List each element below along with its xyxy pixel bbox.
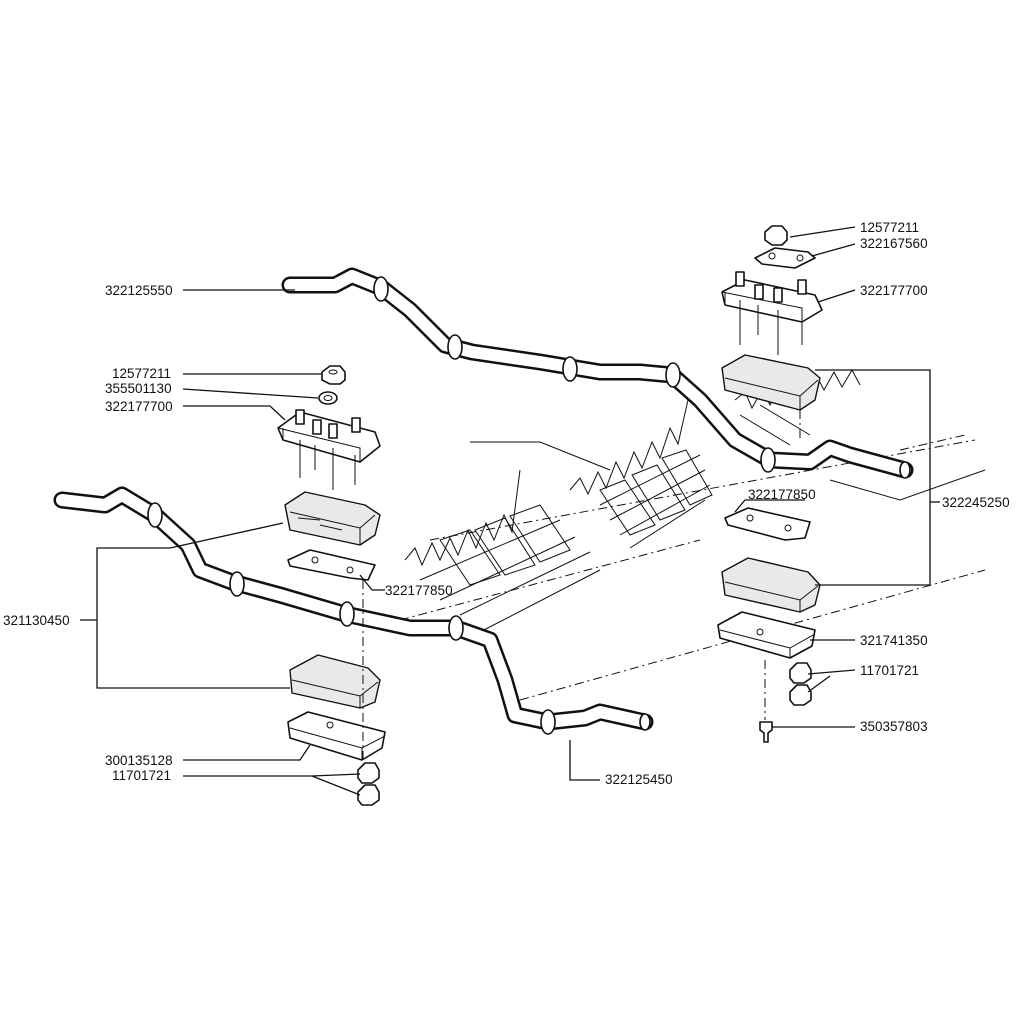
part-label-support-right: 321741350 <box>860 633 928 648</box>
left-clamp-plate <box>277 409 381 490</box>
left-upper-block <box>284 491 381 546</box>
part-label-support-left: 300135128 <box>105 753 173 768</box>
part-label-block-left: 321130450 <box>3 613 70 628</box>
part-label-stud-right: 350357803 <box>860 719 928 734</box>
part-label-nuts-right: 11701721 <box>860 663 919 678</box>
part-label-plate-left-mid: 322177850 <box>385 583 453 598</box>
part-label-clamp-left: 322177700 <box>105 399 173 414</box>
leader-lines <box>80 226 940 796</box>
left-lower-block <box>289 654 381 709</box>
right-upper-block <box>721 354 821 411</box>
part-label-plate-right-mid: 322177850 <box>748 487 816 502</box>
right-clamp-plate <box>721 271 823 355</box>
knife-sections <box>404 368 986 633</box>
left-washer <box>318 391 338 405</box>
part-label-clamp-top-right: 322177700 <box>860 283 928 298</box>
left-lower-plate <box>287 549 376 581</box>
part-label-nut-top-right: 12577211 <box>860 220 919 235</box>
left-nut <box>321 365 346 385</box>
right-stud <box>759 721 773 743</box>
part-label-lower-bar: 322125450 <box>605 772 673 787</box>
part-label-plate-top-right: 322167560 <box>860 236 928 251</box>
right-top-plate <box>754 247 816 269</box>
right-nut <box>764 225 788 246</box>
upper-bar <box>281 267 914 479</box>
part-label-upper-bar: 322125550 <box>105 283 173 298</box>
left-nuts <box>357 762 380 806</box>
lower-bar <box>53 486 654 735</box>
part-label-nut-left: 12577211 <box>112 366 171 381</box>
part-label-bracket-right: 322245250 <box>942 495 1010 510</box>
right-mid-plate <box>724 507 811 541</box>
left-support-channel <box>287 711 386 761</box>
part-label-nuts-left: 11701721 <box>112 768 171 783</box>
right-lower-block <box>721 557 821 613</box>
right-nuts <box>789 662 812 706</box>
part-label-washer-left: 355501130 <box>105 381 172 396</box>
right-support-channel <box>717 611 816 659</box>
